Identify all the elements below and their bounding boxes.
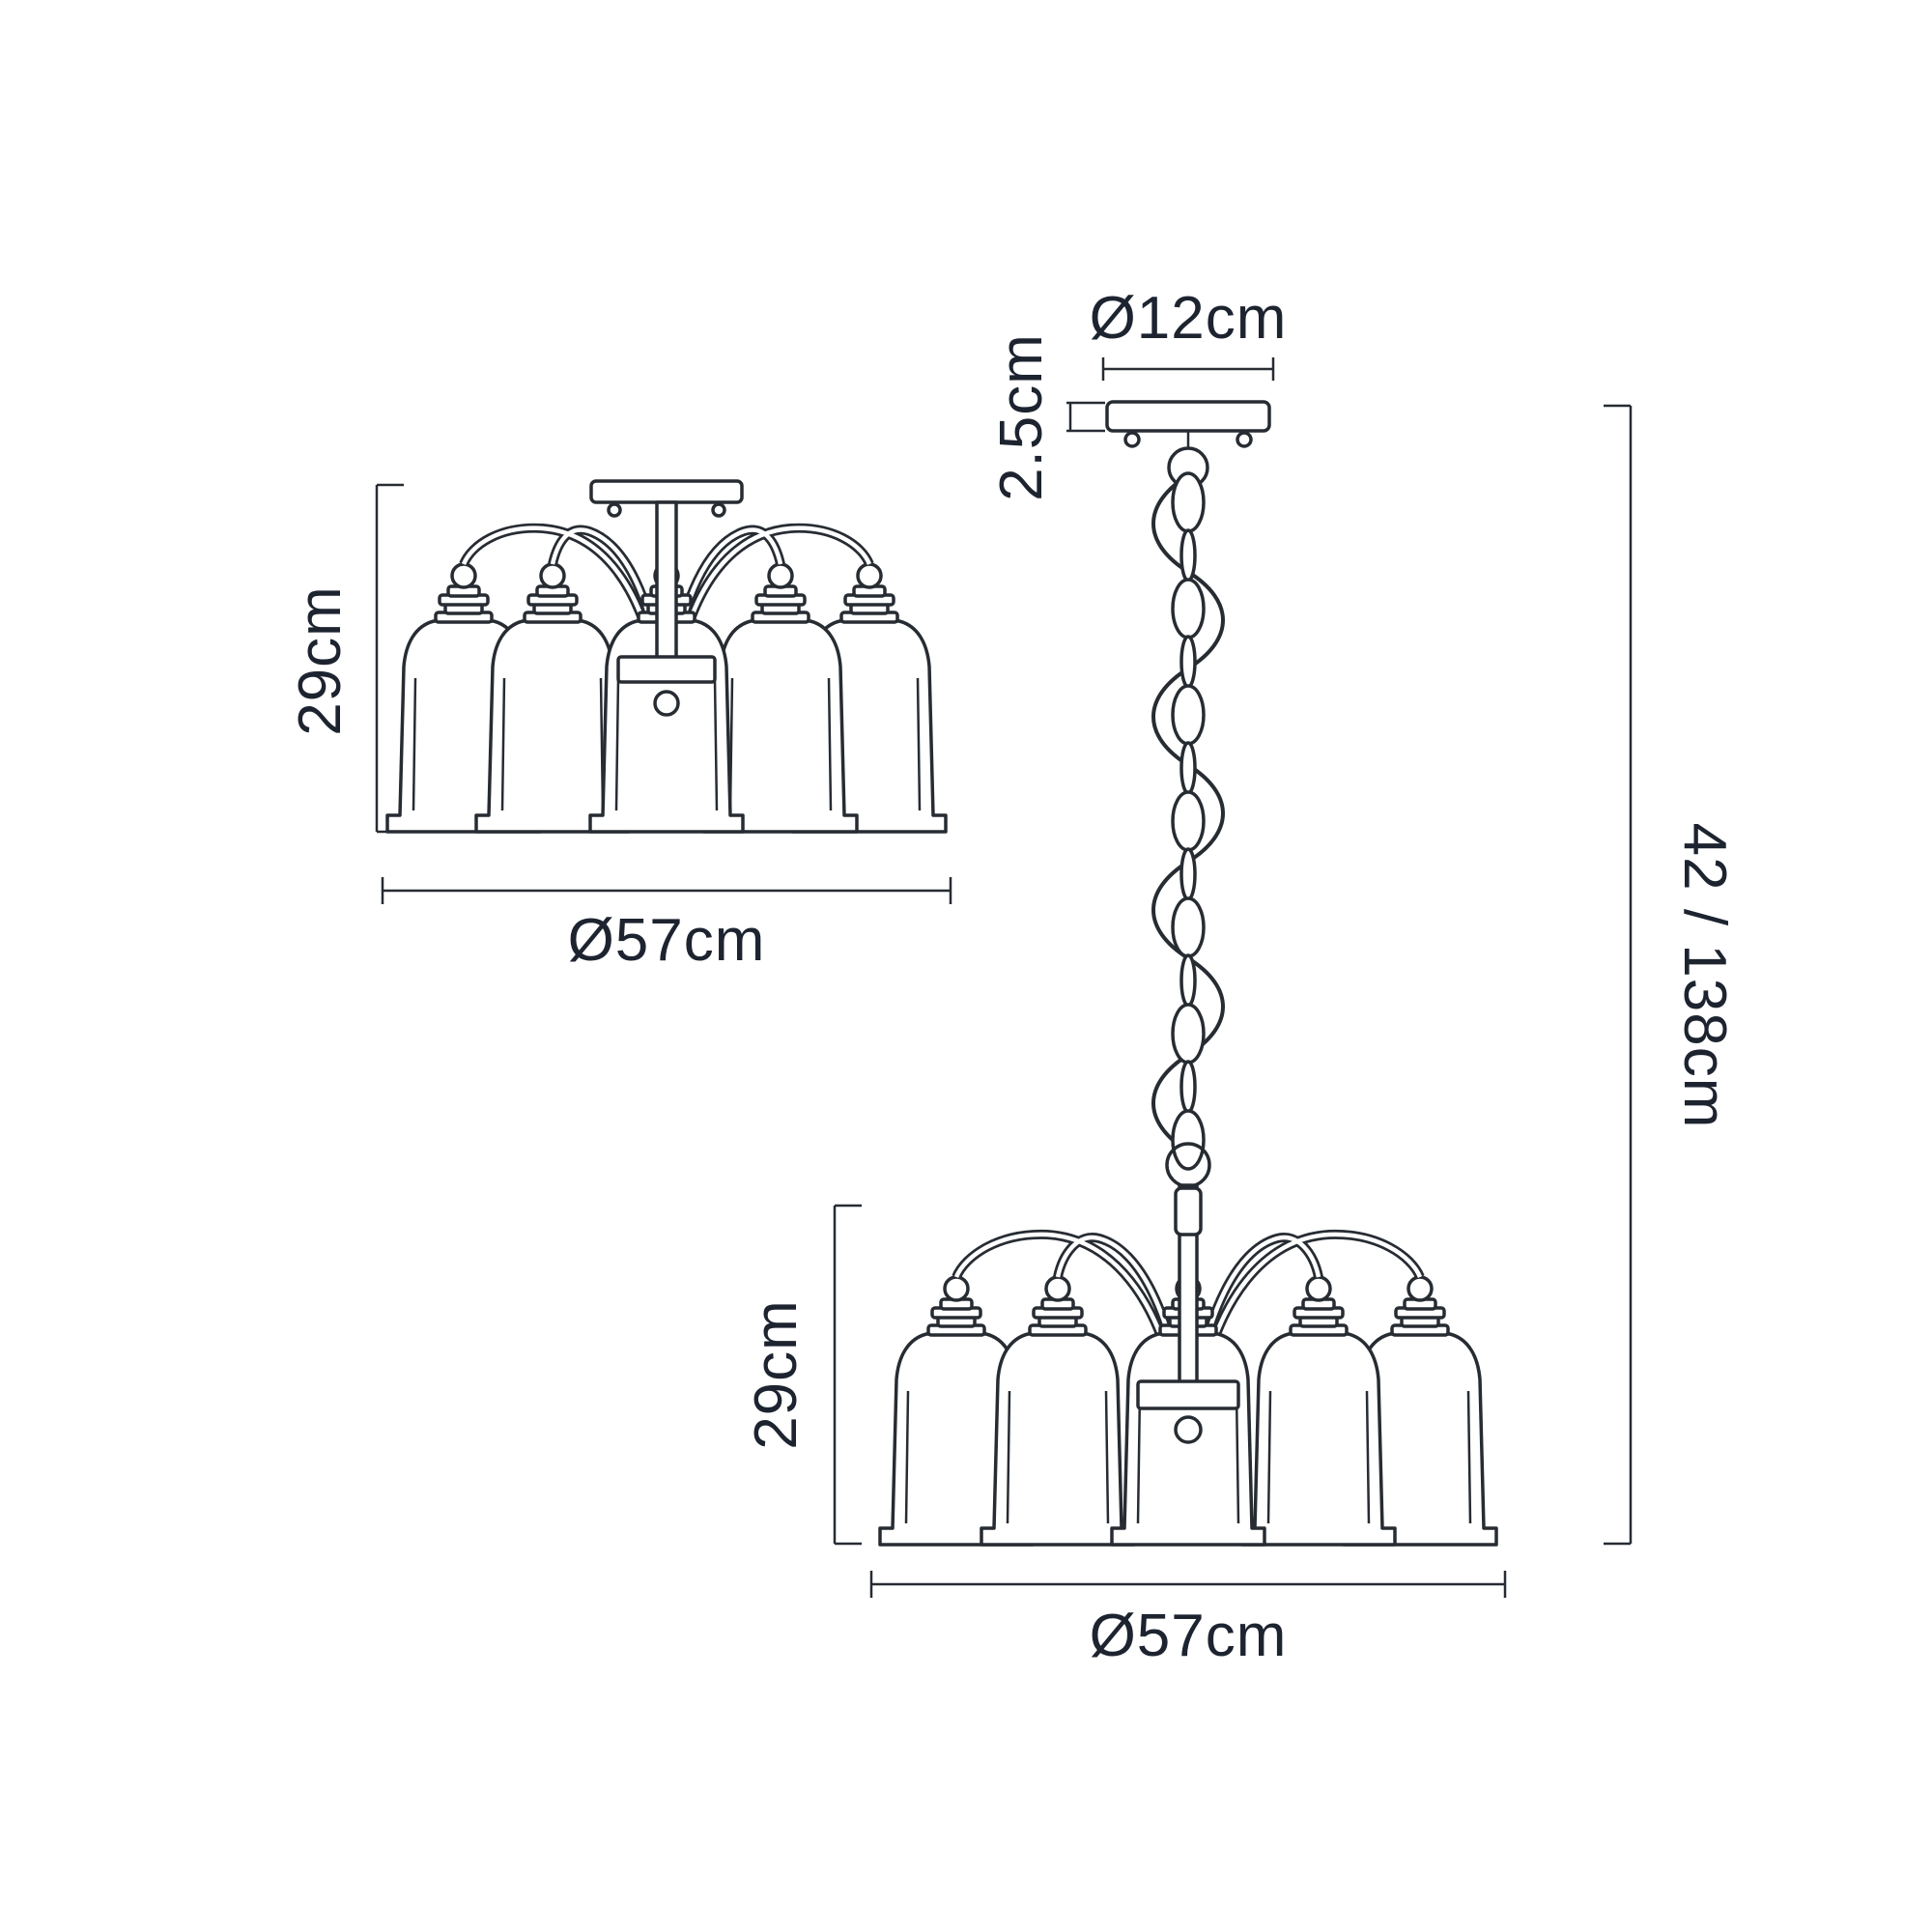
dim-label-canopy-height: 2.5cm <box>988 333 1055 501</box>
center-stem <box>655 500 678 663</box>
dim-canopy-diameter: Ø12cm <box>1090 285 1288 381</box>
dim-label-overall-height: 42 / 138cm <box>1671 823 1738 1129</box>
ceiling-plate <box>1105 400 1271 433</box>
hub-ball <box>653 690 680 717</box>
dim-label-semi-flush-height: 29cm <box>287 585 354 736</box>
dim-canopy-height: 2.5cm <box>988 333 1105 501</box>
rod-sleeve <box>1174 1186 1203 1236</box>
lamp-shade <box>1240 1275 1397 1547</box>
dim-pendant-diameter: Ø57cm <box>869 1571 1507 1669</box>
ceiling-plate <box>589 479 744 504</box>
hub-collar <box>616 655 717 684</box>
plate-bolt <box>1236 431 1253 448</box>
lamp-shade <box>980 1275 1136 1547</box>
dim-overall-height: 42 / 138cm <box>1604 404 1738 1546</box>
pendant-suspension <box>1105 400 1271 1188</box>
pendant-view <box>878 1183 1498 1547</box>
hub-collar <box>1136 1379 1240 1410</box>
plate-bolt <box>1123 431 1141 448</box>
dim-label-pendant-body-height: 29cm <box>743 1299 810 1450</box>
plate-bolt <box>711 502 726 518</box>
dim-pendant-body-height: 29cm <box>743 1204 862 1546</box>
hub-ball <box>1174 1415 1203 1444</box>
dim-semi-flush-diameter: Ø57cm <box>381 877 952 974</box>
dim-label-canopy-diameter: Ø12cm <box>1090 285 1288 352</box>
dim-label-semi-flush-diameter: Ø57cm <box>568 907 766 974</box>
semi-flush-view <box>385 479 948 834</box>
plate-bolt <box>607 502 622 518</box>
dim-semi-flush-height: 29cm <box>287 483 404 834</box>
chain-links <box>1171 471 1206 1171</box>
dim-label-pendant-diameter: Ø57cm <box>1090 1603 1288 1669</box>
